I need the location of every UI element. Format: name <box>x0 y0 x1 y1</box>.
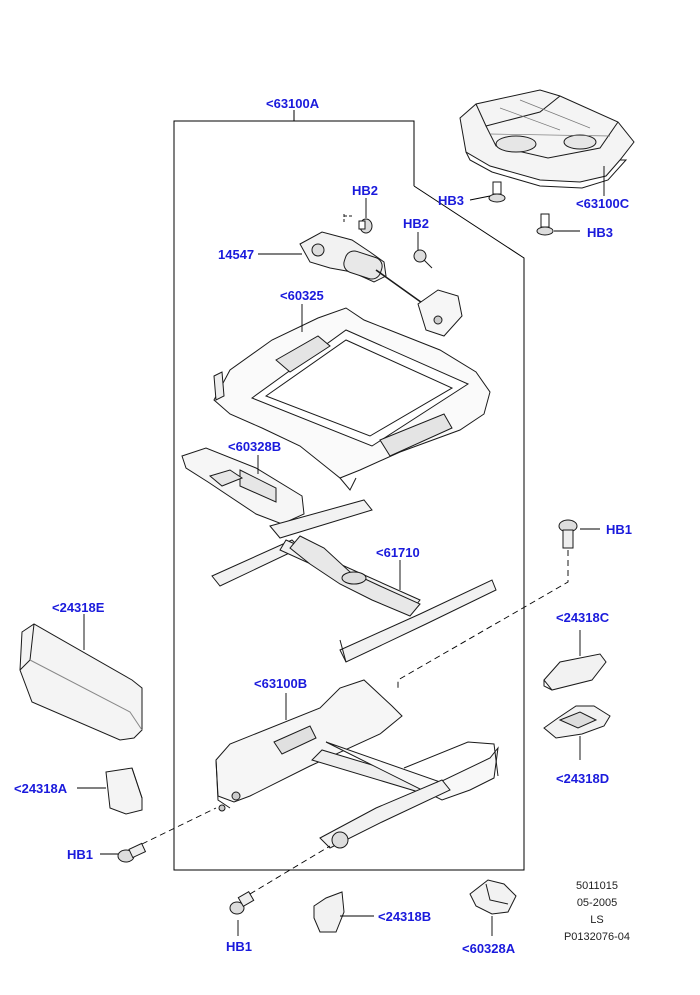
callout-HB3-right[interactable]: HB3 <box>587 225 614 240</box>
part-24318E-trim-panel <box>19 623 143 741</box>
callout-24318E[interactable]: <24318E <box>52 600 105 615</box>
leader-lines <box>77 166 605 936</box>
part-HB1-bolt-right <box>558 519 578 549</box>
callout-63100C[interactable]: <63100C <box>576 196 630 211</box>
callout-63100A[interactable]: <63100A <box>266 96 320 111</box>
callout-HB1-left[interactable]: HB1 <box>67 847 94 862</box>
callout-60328B[interactable]: <60328B <box>228 439 282 454</box>
part-24318B-cover <box>313 891 345 933</box>
callout-HB3-left[interactable]: HB3 <box>438 193 465 208</box>
callout-14547[interactable]: 14547 <box>218 247 255 262</box>
part-HB2-bolt-lower <box>413 249 433 269</box>
part-14547-motor <box>299 231 463 337</box>
reference-code: 5011015 <box>575 880 618 892</box>
callout-24318D[interactable]: <24318D <box>556 771 610 786</box>
callout-60328A[interactable]: <60328A <box>462 941 516 956</box>
reference-date: 05-2005 <box>576 897 618 909</box>
part-24318D-cover <box>543 705 611 739</box>
part-61710-seat-track <box>211 499 497 663</box>
part-60325-seat-frame <box>213 307 491 491</box>
part-HB3-bolt-left <box>488 181 506 203</box>
callout-24318C[interactable]: <24318C <box>556 610 610 625</box>
dashed-assembly-lines <box>141 550 569 895</box>
part-24318C-cover <box>543 653 607 691</box>
part-60328A-bracket <box>469 879 517 915</box>
callout-63100B[interactable]: <63100B <box>254 676 308 691</box>
part-63100B-lower-frame <box>215 679 499 849</box>
reference-model: LS <box>590 914 604 926</box>
part-HB1-bolt-left <box>117 842 147 863</box>
callout-HB1-bottom[interactable]: HB1 <box>226 939 253 954</box>
assembly-bracket <box>173 120 525 871</box>
callout-HB2-lower[interactable]: HB2 <box>403 216 430 231</box>
reference-illustration-id: P0132076-04 <box>563 931 631 943</box>
part-60328B-bracket <box>181 447 305 525</box>
callout-24318B[interactable]: <24318B <box>378 909 432 924</box>
callout-61710[interactable]: <61710 <box>376 545 420 560</box>
callout-HB1-right[interactable]: HB1 <box>606 522 633 537</box>
callout-60325[interactable]: <60325 <box>280 288 324 303</box>
part-24318A-cover <box>105 767 143 815</box>
part-HB1-bolt-bottom <box>229 890 255 915</box>
reference-block: 5011015 05-2005 LS P0132076-04 <box>552 878 642 946</box>
part-63100C-seat-pan <box>459 89 635 189</box>
part-HB2-bolt-upper <box>343 214 373 234</box>
callout-HB2-upper[interactable]: HB2 <box>352 183 379 198</box>
callout-24318A[interactable]: <24318A <box>14 781 68 796</box>
part-HB3-bolt-right <box>536 213 554 236</box>
